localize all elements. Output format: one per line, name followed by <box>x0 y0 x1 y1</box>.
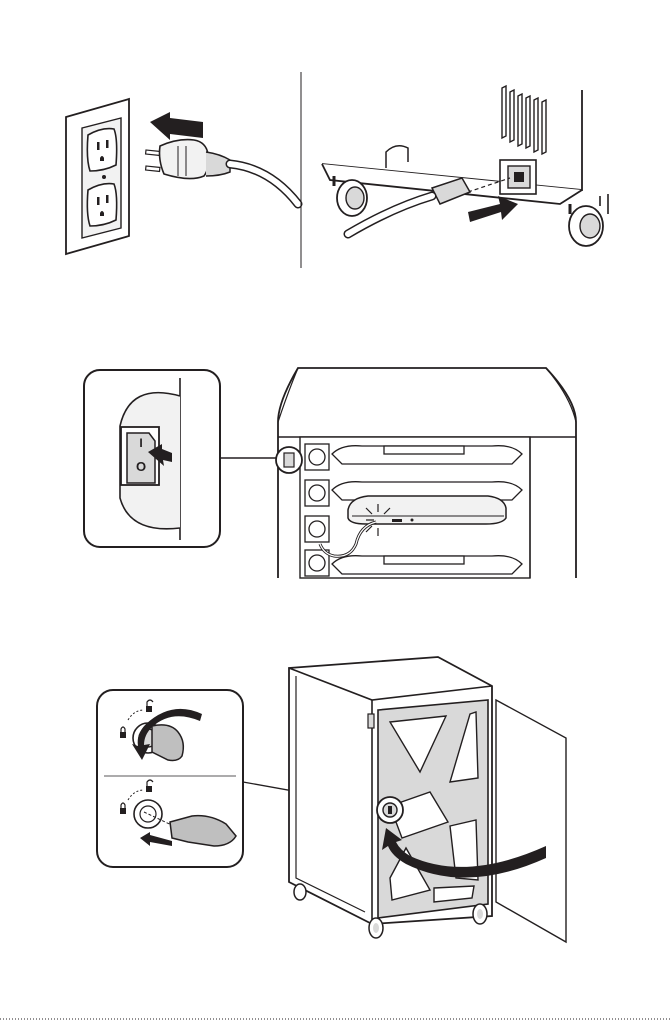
arrow-icon <box>468 196 518 222</box>
wall-outlet <box>66 99 129 254</box>
outlet-receptacle-bottom <box>87 184 116 226</box>
caster-icon <box>569 194 608 246</box>
arrow-icon <box>150 112 203 140</box>
cart-shelves-with-laptop <box>276 368 576 578</box>
step-3 <box>97 657 566 942</box>
outlet-receptacle-top <box>87 129 116 171</box>
switch-off-mark: O <box>136 459 146 474</box>
vent-slots <box>502 86 546 154</box>
step-2: I O <box>84 368 576 578</box>
power-inlet <box>500 160 536 194</box>
lock-key-detail <box>97 690 243 867</box>
power-switch-detail: I O <box>84 370 220 547</box>
cart-door-closing <box>289 657 566 942</box>
switch-on-mark: I <box>139 436 142 450</box>
plug-icon <box>146 140 298 204</box>
cart-power-inlet <box>322 86 608 246</box>
step-1 <box>66 72 608 268</box>
